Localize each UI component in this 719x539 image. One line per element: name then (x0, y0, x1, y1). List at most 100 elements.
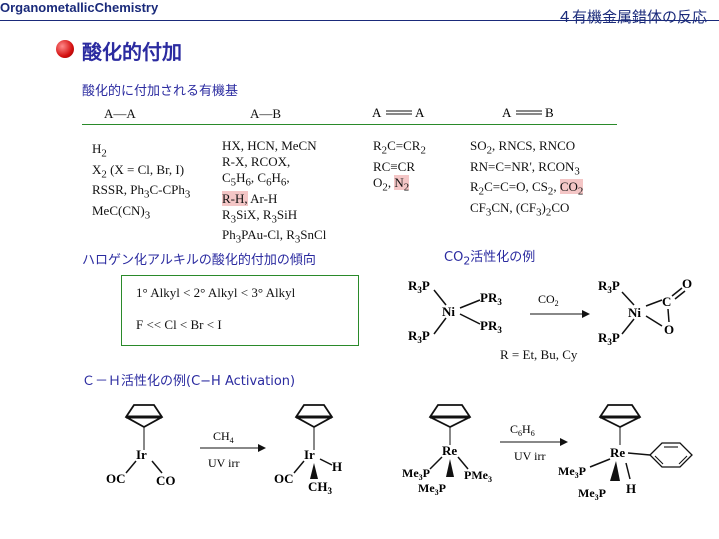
page-title: 酸化的付加 (82, 40, 182, 64)
r3p-bot-label: R3P (408, 328, 430, 345)
col1-item: RSSR, Ph3C-CPh3 (92, 182, 191, 201)
ch-activation-re-scheme: Re Me3P PMe3 Me3P C6H6 UV irr Re Me3P Me… (402, 404, 693, 502)
section1-rule (82, 124, 617, 125)
col2-list: HX, HCN, MeCN R-X, RCOX, C5H6, C6H6, R-H… (222, 138, 326, 248)
col3-list: R2C=CR2 RC≡CR O2, N2 (373, 138, 426, 195)
title-bullet-icon (56, 40, 74, 58)
col4-item: CF3CN, (CF3)2CO (470, 199, 570, 219)
prod-me3p-bottom-label: Me3P (578, 486, 606, 502)
arrow-head (258, 444, 266, 452)
c-label: C (662, 294, 671, 309)
col4-item: RN=C=NR', RCON3 (470, 158, 580, 178)
co-label: CO (156, 473, 176, 488)
cp-ring-icon (598, 404, 642, 429)
bond (621, 291, 635, 306)
col2-item: Ph3PAu-Cl, R3SnCl (222, 227, 327, 246)
prod-ir-label: Ir (304, 447, 315, 462)
col3-item: O2, N2 (373, 174, 410, 194)
c6h6-reagent-label: C6H6 (510, 422, 535, 438)
bond (645, 299, 663, 307)
header-right: ４有機金属錯体の反応 (556, 8, 707, 26)
bond (293, 460, 305, 474)
section2-heading: ハロゲン化アルキルの酸化的付加の傾向 (82, 253, 316, 268)
col4-list: SO2, RNCS, RNCO RN=C=NR', RCON3 R2C=C=O,… (470, 138, 584, 220)
co2-reaction-scheme: R3P R3P Ni PR3 PR3 CO2 R3P R3P Ni C O O (408, 276, 692, 347)
bond (674, 290, 686, 300)
col4-header: A B (502, 105, 554, 120)
ch4-reagent-label: CH4 (213, 429, 234, 445)
bond (645, 315, 663, 327)
bond (457, 456, 469, 470)
col2-item: HX, HCN, MeCN (222, 138, 317, 153)
trend-line1: 1° Alkyl < 2° Alkyl < 3° Alkyl (136, 285, 296, 300)
bond (621, 318, 635, 335)
cp-ring-icon (294, 404, 334, 429)
bond (429, 456, 443, 470)
prod-r3p-top-label: R3P (598, 278, 620, 295)
wedge-bond (610, 461, 620, 481)
bond (433, 289, 447, 306)
highlight-n2: N2 (394, 174, 410, 194)
co2-condition: R = Et, Bu, Cy (500, 347, 578, 362)
bond (627, 452, 651, 456)
ch3-label: CH3 (308, 479, 333, 496)
trend-box (121, 275, 359, 346)
pme3-label: PMe3 (464, 468, 492, 484)
bond (459, 313, 481, 325)
svg-text:A: A (415, 105, 425, 120)
bond (125, 460, 137, 474)
col3-header: A A (372, 105, 425, 120)
wedge-bond (310, 463, 318, 479)
col4-item: SO2, RNCS, RNCO (470, 138, 576, 157)
col3-item: R2C=CR2 (373, 138, 426, 157)
prod-oc-label: OC (274, 471, 294, 486)
col2-item: R3SiX, R3SiH (222, 206, 298, 226)
header-left: OrganometallicChemistry (0, 0, 159, 15)
prod-me3p-left-label: Me3P (558, 464, 586, 480)
prod-r3p-bot-label: R3P (598, 330, 620, 347)
oc-label: OC (106, 471, 126, 486)
bond (671, 287, 683, 297)
section4-heading: Ｃ－Ｈ活性化の例(C−H Activation) (82, 374, 296, 389)
arrow-head (560, 438, 568, 446)
bond (433, 317, 447, 335)
col3-item: RC≡CR (373, 158, 416, 174)
section3-heading: CO2活性化の例 (444, 250, 536, 268)
me3p-bottom-label: Me3P (418, 481, 446, 497)
ni-label: Ni (442, 304, 455, 319)
co2-reagent-label: CO2 (538, 292, 559, 308)
bond (151, 460, 163, 474)
double-bond (678, 455, 688, 465)
uv-label: UV irr (208, 456, 239, 470)
prod-ni-label: Ni (628, 305, 641, 320)
me3p-left-label: Me3P (402, 466, 430, 482)
cp-ring-icon (428, 404, 472, 429)
re-label: Re (442, 443, 457, 458)
double-bond (654, 455, 664, 465)
pr3-b-label: PR3 (480, 318, 502, 335)
col2-header: A—B (250, 106, 282, 121)
col2-item: R-H, Ar-H (222, 190, 278, 206)
o2-label: O (664, 322, 674, 337)
bond (667, 308, 670, 323)
prod-re-label: Re (610, 445, 625, 460)
h-label: H (332, 459, 342, 474)
col2-item: R-X, RCOX, (222, 154, 291, 169)
col1-header: A—A (104, 106, 136, 121)
ir-label: Ir (136, 447, 147, 462)
section1-heading: 酸化的に付加される有機基 (82, 84, 239, 99)
phenyl-ring-icon (649, 442, 693, 468)
col1-item: MeC(CN)3 (92, 202, 151, 222)
header-left-chem: Chemistry (94, 0, 159, 15)
bond (589, 458, 611, 468)
col1-item: H2 (92, 141, 107, 160)
ch-activation-ir-scheme: Ir OC CO CH4 UV irr Ir OC H CH3 (106, 404, 342, 496)
bond (459, 299, 481, 309)
svg-text:B: B (545, 105, 554, 120)
o1-label: O (682, 276, 692, 291)
svg-text:A: A (502, 105, 512, 120)
highlight-co2: CO2 (559, 179, 584, 198)
cp-ring-icon (124, 404, 164, 429)
col1-list: H2 X2 (X = Cl, Br, I) RSSR, Ph3C-CPh3 Me… (92, 141, 190, 223)
highlight-rh: R-H, (222, 190, 248, 206)
